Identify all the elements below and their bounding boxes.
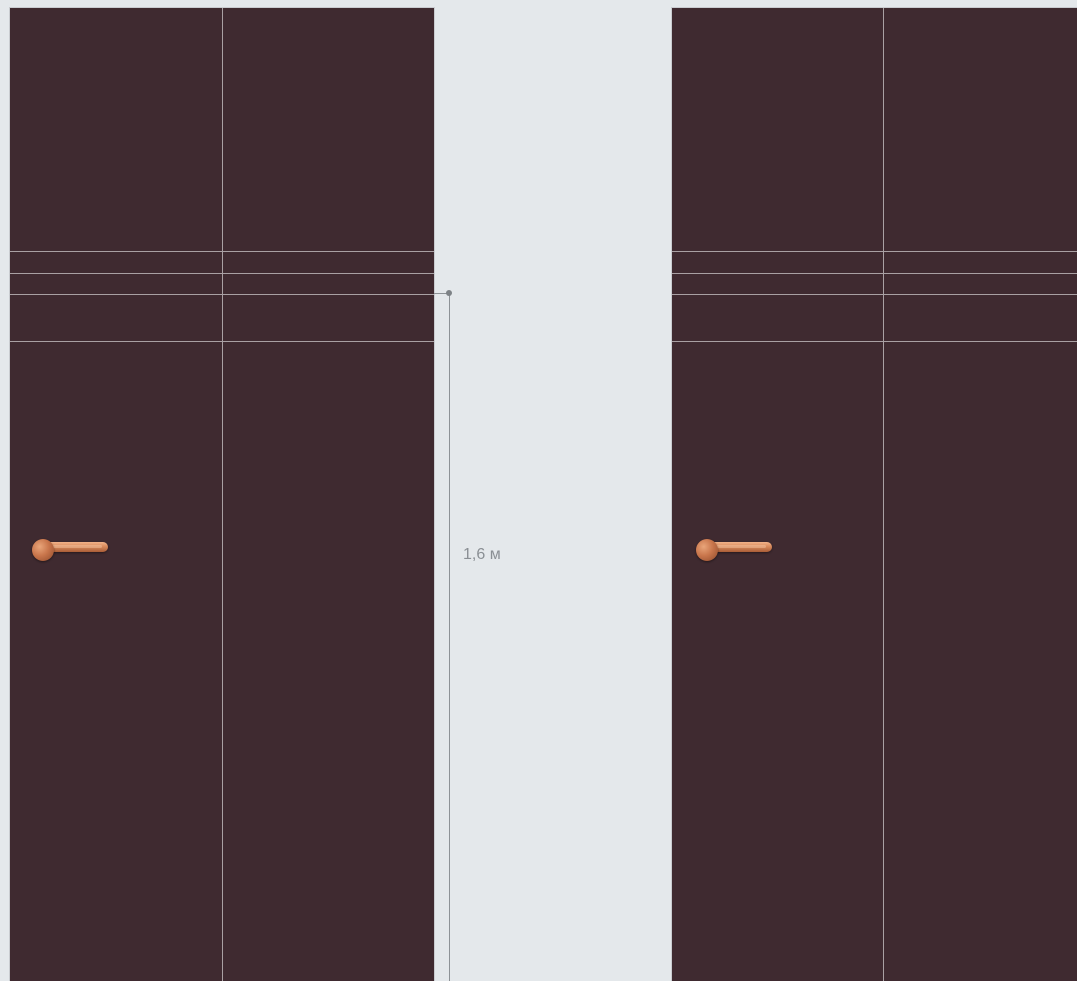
handle-lever	[42, 542, 108, 552]
handle-rose	[696, 539, 718, 561]
door-center-divider	[883, 8, 884, 981]
dimension-line	[449, 293, 450, 981]
door-rail	[672, 294, 1077, 295]
door-center-divider	[222, 8, 223, 981]
dimension-anchor-dot	[446, 290, 452, 296]
dimension-tick	[434, 293, 450, 294]
door-rail	[672, 251, 1077, 252]
handle-lever	[706, 542, 772, 552]
door-rail	[10, 341, 434, 342]
lever-handle-icon[interactable]	[696, 537, 778, 565]
door-right	[672, 8, 1077, 981]
door-rail	[10, 294, 434, 295]
dimension-label: 1,6 м	[463, 546, 501, 563]
lever-handle-icon[interactable]	[32, 537, 114, 565]
door-rail	[10, 251, 434, 252]
handle-rose	[32, 539, 54, 561]
door-left	[10, 8, 434, 981]
door-rail	[10, 273, 434, 274]
door-rail	[672, 341, 1077, 342]
door-rail	[672, 273, 1077, 274]
